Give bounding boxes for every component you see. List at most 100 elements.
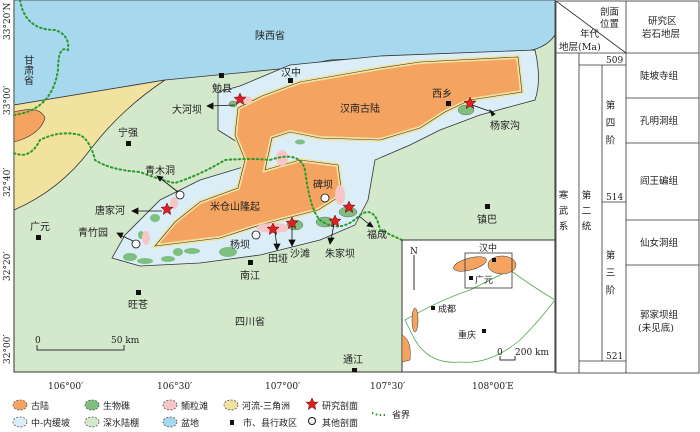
svg-text:生物礁: 生物礁 xyxy=(103,400,130,412)
province-gansu: 甘肃省 xyxy=(22,54,34,86)
city-label: 勉县 xyxy=(212,82,232,95)
lat-ticks: 33°20′N 33°00′ 32°40′ 32°20′ 32°00′ xyxy=(3,3,13,364)
city-label: 西乡 xyxy=(432,88,452,100)
svg-text:研究剖面: 研究剖面 xyxy=(322,400,358,412)
svg-text:重庆: 重庆 xyxy=(458,329,476,341)
svg-text:杨家沟: 杨家沟 xyxy=(490,119,520,132)
svg-text:其他剖面: 其他剖面 xyxy=(322,417,358,429)
svg-text:朱家坝: 朱家坝 xyxy=(325,247,355,260)
svg-text:福成: 福成 xyxy=(367,228,387,241)
city-label: 汉中 xyxy=(281,66,301,79)
svg-text:成都: 成都 xyxy=(438,303,456,315)
section-markers xyxy=(116,92,496,251)
circle-icon xyxy=(308,417,316,425)
inset-map: N 汉中 广元 成都 重庆 0 200 km xyxy=(401,239,556,373)
city-label: 南江 xyxy=(240,269,260,282)
city-label: 旺苍 xyxy=(128,298,148,311)
basin-area xyxy=(13,0,556,106)
svg-text:32°00′: 32°00′ xyxy=(3,335,13,364)
svg-text:108°00′E: 108°00′E xyxy=(472,382,514,392)
svg-text:0: 0 xyxy=(35,336,41,346)
svg-text:市、县行政区: 市、县行政区 xyxy=(243,417,297,429)
svg-text:(未见底): (未见底) xyxy=(638,322,674,334)
svg-text:广元: 广元 xyxy=(475,274,493,286)
svg-text:位置: 位置 xyxy=(600,18,619,30)
svg-text:沙滩: 沙滩 xyxy=(290,247,310,260)
svg-text:盆地: 盆地 xyxy=(181,417,199,429)
province-shaanxi: 陕西省 xyxy=(255,29,285,42)
stratigraphy-table xyxy=(555,0,700,374)
svg-text:研究区: 研究区 xyxy=(648,15,677,27)
legend-swatch xyxy=(223,399,239,411)
svg-text:碑坝: 碑坝 xyxy=(313,178,333,191)
table-text: 剖面 位置 年代 地层(Ma) 研究区 岩石地层 寒武系 第二统 第四阶 第三阶… xyxy=(557,6,681,362)
legend-swatch xyxy=(162,416,178,428)
svg-text:地层(Ma): 地层(Ma) xyxy=(559,41,601,53)
svg-text:第四阶: 第四阶 xyxy=(604,99,616,152)
svg-text:田垭: 田垭 xyxy=(268,252,288,265)
svg-text:深水陆棚: 深水陆棚 xyxy=(103,417,139,429)
legend: 古陆 生物礁 鲕粒滩 河流-三角洲 研究剖面 省界 中-内缓坡 深水陆棚 盆地 … xyxy=(12,397,410,429)
svg-text:陡坡寺组: 陡坡寺组 xyxy=(640,70,679,82)
svg-text:106°00′: 106°00′ xyxy=(48,382,83,392)
svg-text:107°00′: 107°00′ xyxy=(265,382,300,392)
svg-text:唐家河: 唐家河 xyxy=(95,204,125,217)
svg-text:50 km: 50 km xyxy=(111,336,140,346)
svg-text:剖面: 剖面 xyxy=(600,6,619,18)
svg-text:521: 521 xyxy=(606,352,623,362)
svg-text:大河坝: 大河坝 xyxy=(172,103,202,116)
city-label: 宁强 xyxy=(118,126,138,139)
svg-text:青竹园: 青竹园 xyxy=(78,226,108,239)
ancient-land-west xyxy=(13,109,46,143)
svg-text:200 km: 200 km xyxy=(515,348,549,358)
legend-swatch xyxy=(12,416,28,428)
region-micangshan: 米仓山隆起 xyxy=(210,200,260,213)
province-sichuan: 四川省 xyxy=(235,315,265,328)
province-boundary xyxy=(13,0,403,241)
svg-text:鲕粒滩: 鲕粒滩 xyxy=(181,400,208,412)
svg-text:仙女洞组: 仙女洞组 xyxy=(640,237,679,249)
svg-text:孔明洞组: 孔明洞组 xyxy=(640,115,679,127)
svg-text:青木洞: 青木洞 xyxy=(145,164,175,177)
svg-text:509: 509 xyxy=(606,56,623,66)
svg-text:省界: 省界 xyxy=(392,409,410,421)
svg-text:郭家坝组: 郭家坝组 xyxy=(640,309,679,321)
bioherms xyxy=(123,100,475,264)
city-label: 通江 xyxy=(343,354,363,366)
svg-text:寒武系: 寒武系 xyxy=(557,189,569,236)
svg-text:514: 514 xyxy=(606,193,623,203)
legend-swatch xyxy=(84,399,100,411)
legend-swatch xyxy=(84,416,100,428)
svg-text:33°00′: 33°00′ xyxy=(3,86,13,115)
svg-text:N: N xyxy=(410,247,418,257)
svg-text:第三阶: 第三阶 xyxy=(604,249,616,302)
svg-text:32°40′: 32°40′ xyxy=(3,168,13,197)
star-icon xyxy=(305,397,319,410)
svg-text:古陆: 古陆 xyxy=(31,400,49,412)
svg-text:107°30′: 107°30′ xyxy=(370,382,405,392)
svg-text:32°20′: 32°20′ xyxy=(3,252,13,281)
scale-bar: 0 50 km xyxy=(35,336,140,351)
svg-text:阎王碥组: 阎王碥组 xyxy=(640,175,679,187)
svg-text:106°30′: 106°30′ xyxy=(157,382,192,392)
svg-text:岩石地层: 岩石地层 xyxy=(642,28,680,40)
legend-swatch xyxy=(12,399,28,411)
legend-swatch xyxy=(162,399,178,411)
region-hannan: 汉南古陆 xyxy=(340,102,380,115)
city-label: 广元 xyxy=(30,221,50,233)
cities: 勉县 汉中 西乡 宁强 广元 南江 旺苍 镇巴 通江 xyxy=(30,66,497,372)
svg-text:第二统: 第二统 xyxy=(580,189,592,236)
svg-text:河流-三角洲: 河流-三角洲 xyxy=(242,400,290,412)
svg-text:中-内缓坡: 中-内缓坡 xyxy=(31,417,70,429)
city-square-icon xyxy=(230,420,234,425)
lon-ticks: 106°00′ 106°30′ 107°00′ 107°30′ 108°00′E xyxy=(48,382,514,392)
svg-text:汉中: 汉中 xyxy=(479,242,497,254)
boundary-icon xyxy=(371,412,385,416)
section-labels: 大河坝 杨家沟 青木洞 唐家河 青竹园 杨坝 碑坝 田垭 沙滩 朱家坝 福成 xyxy=(78,103,520,265)
svg-text:33°20′N: 33°20′N xyxy=(3,3,13,40)
svg-text:0: 0 xyxy=(497,348,503,358)
svg-text:年代: 年代 xyxy=(580,28,600,40)
city-label: 镇巴 xyxy=(477,213,497,226)
